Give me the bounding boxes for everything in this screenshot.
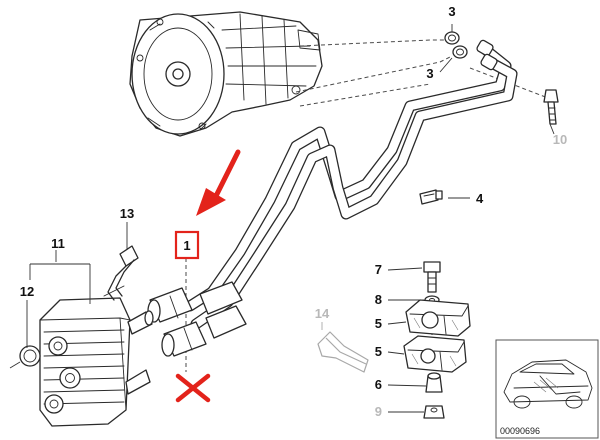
red-x-mark <box>175 373 211 403</box>
sealing-ring-12 <box>9 345 41 369</box>
callout-12: 12 <box>20 284 34 299</box>
callout-8: 8 <box>375 292 382 307</box>
transmission <box>129 11 323 137</box>
highlight-box-part-1 <box>174 230 200 260</box>
sealing-ring-upper <box>444 31 460 45</box>
callout-4: 4 <box>476 191 484 206</box>
callout-11: 11 <box>51 236 65 251</box>
bolt-7 <box>423 261 441 293</box>
oil-cooler-lines <box>147 39 518 357</box>
callout-7: 7 <box>375 262 382 277</box>
leader-lines <box>26 24 555 413</box>
callout-1: 1 <box>183 238 190 253</box>
sleeve-6 <box>425 372 443 393</box>
retaining-clip-13 <box>103 245 139 301</box>
callout-5-lower: 5 <box>375 344 382 359</box>
callout-9: 9 <box>375 404 382 419</box>
holder-5-upper <box>405 299 471 337</box>
callout-3-top: 3 <box>448 4 455 19</box>
callout-6: 6 <box>375 377 382 392</box>
nut-9 <box>423 405 445 419</box>
callout-3-middle: 3 <box>426 66 433 81</box>
holder-5-lower <box>403 335 467 373</box>
bolt-10 <box>543 89 559 125</box>
sealing-ring-lower <box>452 45 468 59</box>
red-arrow-indicator <box>196 149 241 216</box>
callout-5-upper: 5 <box>375 316 382 331</box>
hollow-bolt-4 <box>419 189 443 205</box>
callout-10: 10 <box>553 132 567 147</box>
bracket-14 <box>317 322 369 373</box>
callout-14: 14 <box>315 306 330 321</box>
callout-13: 13 <box>120 206 134 221</box>
oil-cooler <box>39 297 154 427</box>
vehicle-inset: 00090696 <box>495 339 599 439</box>
car-illustration <box>503 359 593 409</box>
reference-code: 00090696 <box>500 426 540 436</box>
